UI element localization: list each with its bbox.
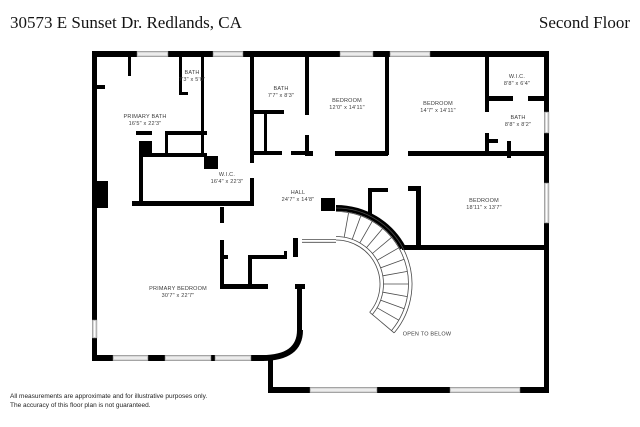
windows (92, 51, 550, 393)
window-panes (94, 53, 548, 391)
disclaimer-line-2: The accuracy of this floor plan is not g… (10, 402, 151, 409)
room-label-hall: HALL 24'7" x 14'8" (281, 189, 315, 203)
room-label-bedroom-2: BEDROOM 14'7" x 14'11" (420, 100, 456, 114)
curved-walls (261, 204, 406, 361)
hall-railing (302, 239, 336, 243)
room-label-bedroom-1: BEDROOM 12'0" x 14'11" (329, 97, 365, 111)
room-label-bedroom-3: BEDROOM 18'11" x 13'7" (466, 197, 502, 211)
room-label-wic-1: W.I.C. 16'4" x 22'3" (210, 171, 244, 185)
disclaimer: All measurements are approximate and for… (10, 392, 207, 410)
room-label-bath-3: BATH 8'8" x 8'2" (504, 114, 532, 128)
disclaimer-line-1: All measurements are approximate and for… (10, 393, 208, 400)
room-label-bath-2: BATH 7'7" x 8'3" (267, 85, 295, 99)
room-label-wic-2: W.I.C. 8'8" x 6'4" (503, 73, 531, 87)
walls (92, 51, 549, 393)
room-label-primary-bedroom: PRIMARY BEDROOM 30'7" x 22'7" (149, 285, 207, 299)
floor-name: Second Floor (538, 13, 630, 32)
open-to-below-label: OPEN TO BELOW (402, 331, 452, 338)
page-title: 30573 E Sunset Dr. Redlands, CA (10, 13, 242, 32)
staircase (335, 207, 413, 334)
room-label-primary-bath: PRIMARY BATH 16'5" x 22'3" (123, 113, 167, 127)
room-label-bath-1: BATH 7'3" x 5'0" (178, 69, 206, 83)
